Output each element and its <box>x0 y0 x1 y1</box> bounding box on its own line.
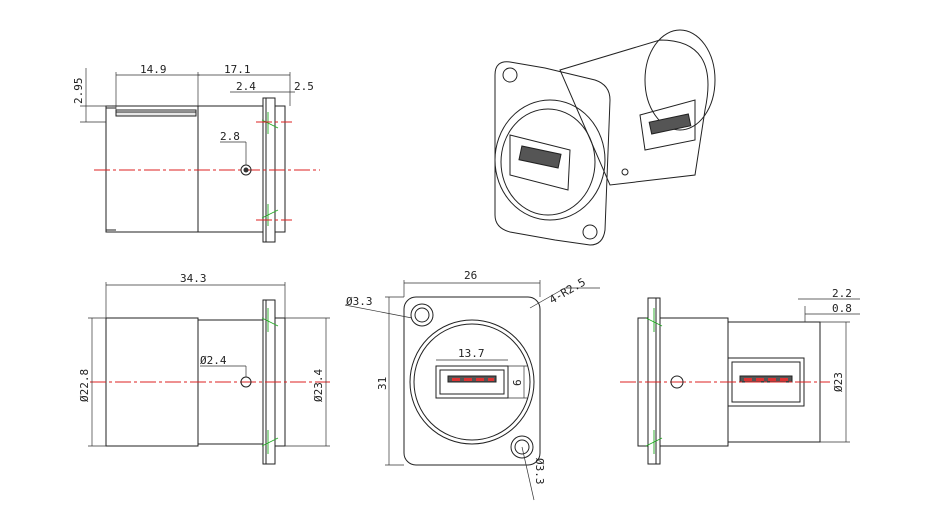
dim-17-1: 17.1 <box>224 63 251 76</box>
dim-phi-23-4: Ø23.4 <box>312 369 325 402</box>
dim-phi-22-8: Ø22.8 <box>78 369 91 402</box>
dim-2-2: 2.2 <box>832 287 852 300</box>
usb-connector-3d-icon <box>494 29 716 246</box>
dim-31: 31 <box>376 377 389 390</box>
dim-26: 26 <box>464 269 477 282</box>
side-view-bottom: 34.3 Ø22.8 Ø23.4 Ø2.4 <box>78 272 330 465</box>
dim-34-3: 34.3 <box>180 272 207 285</box>
dim-2-4: 2.4 <box>236 80 256 93</box>
dim-0-8: 0.8 <box>832 302 852 315</box>
side-view-top: 14.9 17.1 2.4 2.5 2.95 2.8 <box>72 63 320 243</box>
dim-14-9: 14.9 <box>140 63 167 76</box>
dim-phi-2-4: Ø2.4 <box>200 354 227 367</box>
dim-13-7: 13.7 <box>458 347 485 360</box>
front-view: 26 31 Ø3.3 4-R2.5 13.7 6 Ø3.3 <box>344 269 600 501</box>
side-view-right: 2.2 0.8 Ø23 <box>620 287 860 465</box>
dim-phi-3-3-bottom: Ø3.3 <box>533 458 546 485</box>
dim-phi-23: Ø23 <box>832 372 845 392</box>
dim-phi-3-3-top: Ø3.3 <box>346 295 373 308</box>
dim-radius: 4-R2.5 <box>547 275 588 306</box>
dim-2-5: 2.5 <box>294 80 314 93</box>
dim-6: 6 <box>511 379 524 386</box>
dim-2-8: 2.8 <box>220 130 240 143</box>
dim-2-95: 2.95 <box>72 78 85 105</box>
